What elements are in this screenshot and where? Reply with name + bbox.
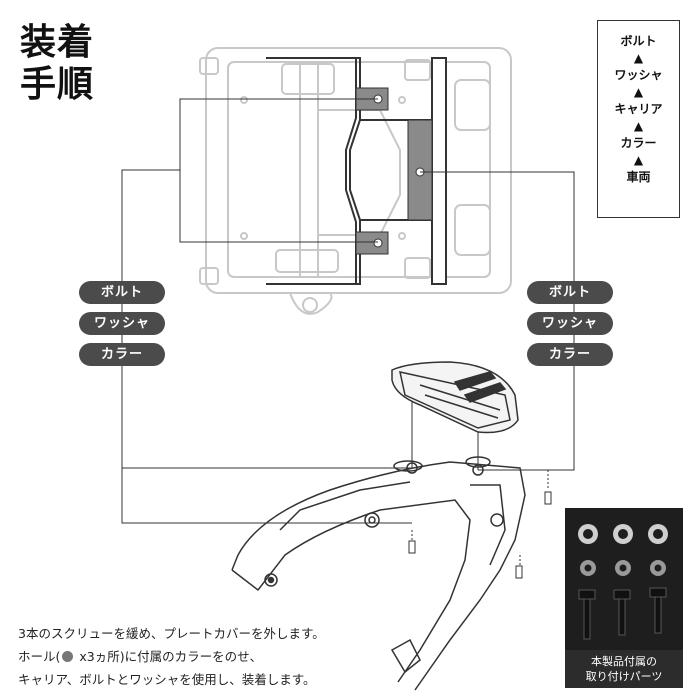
instruction-line-2: ホール( x3ヵ所)に付属のカラーをのせ、 — [18, 649, 263, 664]
left-label-collar: カラー — [79, 343, 165, 366]
title-line-2: 手順 — [20, 64, 95, 105]
title-line-1: 装着 — [20, 22, 95, 63]
page-title: 装着 手順 — [20, 22, 94, 106]
left-label-bolt: ボルト — [79, 281, 165, 304]
order-item-vehicle: 車両 — [626, 170, 651, 184]
instructions-text: 3本のスクリューを緩め、プレートカバーを外します。 ホール( x3ヵ所)に付属の… — [18, 622, 325, 691]
mount-blocks — [355, 87, 433, 255]
left-label-washer: ワッシャ — [79, 312, 165, 335]
order-arrow-icon: ▲ — [633, 85, 644, 99]
carrier-rack-drawing — [231, 456, 526, 691]
vehicle-frame-drawing — [199, 47, 512, 315]
order-item-collar: カラー — [620, 136, 657, 150]
screws-drawing — [408, 470, 552, 579]
installation-order-box: ボルト ▲ ワッシャ ▲ キャリア ▲ カラー ▲ 車両 — [597, 20, 680, 218]
right-label-washer: ワッシャ — [527, 312, 613, 335]
instruction-line-3: キャリア、ボルトとワッシャを使用し、装着します。 — [18, 672, 316, 687]
top-case-base-drawing — [391, 361, 519, 434]
order-arrow-icon: ▲ — [633, 153, 644, 167]
parts-caption-line-2: 取り付けパーツ — [585, 670, 663, 683]
order-item-washer: ワッシャ — [614, 68, 663, 82]
order-arrow-icon: ▲ — [633, 119, 644, 133]
right-label-bolt: ボルト — [527, 281, 613, 304]
order-arrow-icon: ▲ — [633, 51, 644, 65]
right-label-collar: カラー — [527, 343, 613, 366]
order-item-bolt: ボルト — [620, 34, 657, 48]
hole-marker-icon — [373, 238, 383, 248]
leader-lines — [121, 98, 575, 524]
instruction-line-1: 3本のスクリューを緩め、プレートカバーを外します。 — [18, 626, 325, 641]
parts-caption-line-1: 本製品付属の — [591, 655, 657, 668]
hole-marker-icon — [62, 651, 74, 662]
included-parts-photo — [565, 508, 683, 650]
included-parts-caption: 本製品付属の 取り付けパーツ — [565, 650, 683, 688]
order-item-carrier: キャリア — [614, 102, 663, 116]
